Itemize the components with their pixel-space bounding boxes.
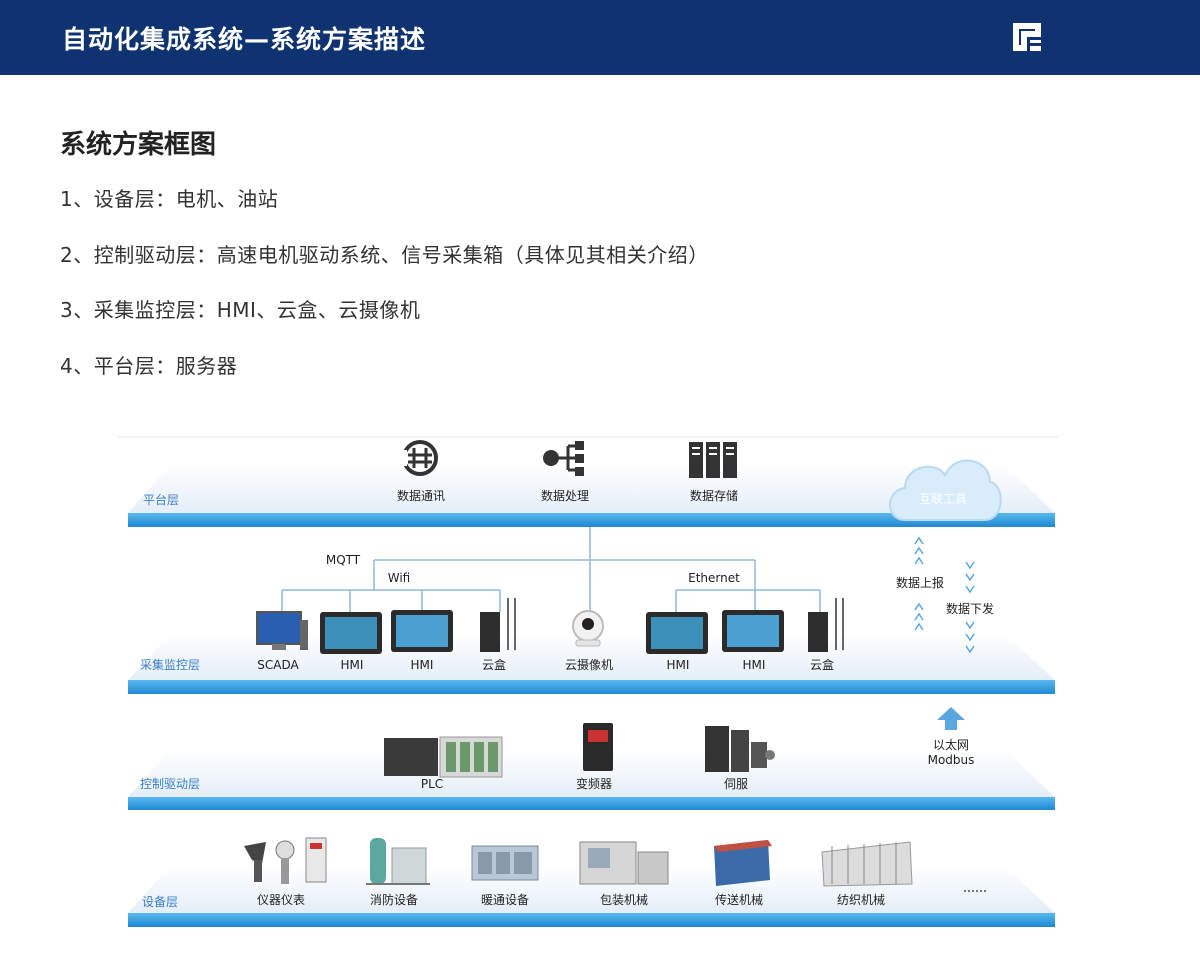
camera-icon bbox=[572, 610, 604, 647]
modbus-label: Modbus bbox=[928, 753, 975, 767]
plc-icon bbox=[384, 736, 503, 778]
hmi-icon bbox=[391, 610, 453, 652]
ethernet-cn-label: 以太网 bbox=[933, 737, 969, 752]
hmi-label-3: HMI bbox=[667, 658, 690, 672]
instruments-label: 仪器仪表 bbox=[257, 893, 305, 907]
data-download-label: 数据下发 bbox=[946, 601, 994, 616]
fire-equipment-icon bbox=[366, 838, 430, 885]
platform-layer: 平台层 bbox=[128, 465, 1055, 527]
logo-icon bbox=[1013, 23, 1041, 51]
download-arrows-icon bbox=[965, 561, 975, 654]
control-band bbox=[128, 797, 1055, 810]
layer-description-control: 2、控制驱动层：高速电机驱动系统、信号采集箱（具体见其相关介绍） bbox=[60, 243, 709, 267]
servo-icon bbox=[705, 726, 775, 772]
device-band bbox=[128, 913, 1055, 927]
cloud-box-label-2: 云盒 bbox=[810, 657, 834, 672]
platform-band bbox=[128, 513, 1055, 527]
data-process-label: 数据处理 bbox=[541, 488, 589, 503]
platform-layer-label: 平台层 bbox=[143, 492, 179, 507]
cloud-box-icon bbox=[480, 598, 516, 652]
conveyor-label: 传送机械 bbox=[715, 892, 763, 907]
layer-description-device: 1、设备层：电机、油站 bbox=[60, 187, 279, 211]
data-storage-icon bbox=[689, 442, 737, 478]
layer-description-monitor: 3、采集监控层：HMI、云盒、云摄像机 bbox=[60, 298, 421, 322]
servo-label: 伺服 bbox=[724, 777, 748, 791]
monitor-band bbox=[128, 680, 1055, 694]
up-arrow-icon bbox=[937, 707, 965, 730]
textile-machine-icon bbox=[821, 841, 913, 887]
hmi-label-1: HMI bbox=[341, 658, 364, 672]
scada-icon bbox=[256, 611, 308, 650]
vfd-icon bbox=[583, 723, 613, 771]
hvac-label: 暖通设备 bbox=[481, 893, 529, 907]
instruments-icon bbox=[244, 837, 327, 884]
plc-label: PLC bbox=[421, 777, 443, 791]
data-storage-label: 数据存储 bbox=[690, 488, 738, 503]
cloud-icon bbox=[889, 459, 1002, 521]
scada-label: SCADA bbox=[257, 658, 299, 672]
network-lines bbox=[281, 527, 821, 612]
hmi-label-4: HMI bbox=[743, 658, 766, 672]
hmi-icon bbox=[320, 612, 382, 654]
textile-machine-label: 纺织机械 bbox=[837, 892, 885, 907]
data-comm-icon bbox=[400, 440, 438, 476]
cloud-label: 互联工具 bbox=[919, 492, 967, 506]
ethernet-label: Ethernet bbox=[688, 571, 740, 585]
upload-arrows-icon bbox=[914, 536, 924, 631]
hvac-icon bbox=[471, 845, 539, 881]
data-process-icon bbox=[543, 441, 584, 476]
data-comm-label: 数据通讯 bbox=[397, 488, 445, 503]
device-layer-label: 设备层 bbox=[142, 895, 178, 909]
layer-description-platform: 4、平台层：服务器 bbox=[60, 354, 238, 378]
header-bar: 自动化集成系统—系统方案描述 bbox=[0, 0, 1200, 75]
packaging-machine-icon bbox=[579, 841, 669, 885]
data-upload-label: 数据上报 bbox=[896, 575, 944, 590]
hmi-icon bbox=[646, 612, 708, 654]
cloud-box-label-1: 云盒 bbox=[482, 657, 506, 672]
packaging-machine-label: 包装机械 bbox=[600, 892, 648, 907]
section-title: 系统方案框图 bbox=[60, 130, 217, 160]
cloud-box-icon bbox=[808, 598, 844, 652]
fire-equipment-label: 消防设备 bbox=[370, 892, 418, 907]
camera-label: 云摄像机 bbox=[565, 657, 613, 672]
page-title: 自动化集成系统—系统方案描述 bbox=[62, 25, 427, 54]
wifi-label: Wifi bbox=[388, 571, 411, 585]
conveyor-icon bbox=[714, 840, 772, 886]
hmi-icon bbox=[722, 610, 784, 652]
hmi-label-2: HMI bbox=[411, 658, 434, 672]
mqtt-label: MQTT bbox=[326, 553, 361, 567]
vfd-label: 变频器 bbox=[576, 776, 612, 791]
monitor-layer-label: 采集监控层 bbox=[140, 657, 200, 672]
control-layer: 控制驱动层 bbox=[128, 750, 1055, 810]
control-layer-label: 控制驱动层 bbox=[140, 777, 200, 791]
